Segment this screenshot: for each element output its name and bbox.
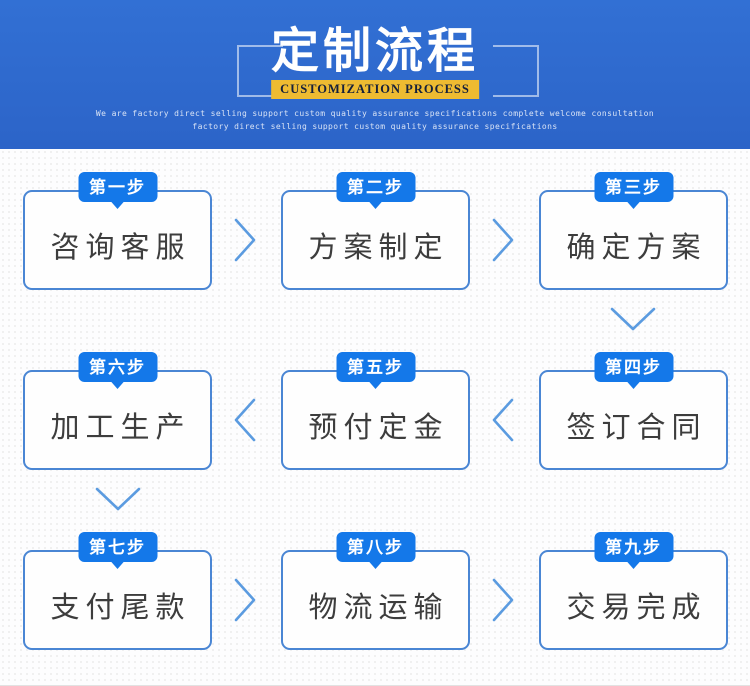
step-number-badge: 第二步 [336, 172, 415, 202]
step-number: 第八步 [347, 538, 404, 557]
process-flow-diagram: 第一步 咨询客服 第二步 方案制定 第三步 确定方案 第六步 加工生产 第五步 … [0, 149, 750, 686]
step-label: 咨询客服 [50, 232, 191, 264]
chevron-left-icon [231, 396, 259, 444]
step-number: 第一步 [89, 178, 146, 197]
title-frame-left [237, 45, 283, 97]
step-number-badge: 第四步 [594, 352, 673, 382]
chevron-right-icon [231, 576, 259, 624]
tagline-line-2: factory direct selling support custom qu… [192, 122, 558, 131]
tagline-line-1: We are factory direct selling support cu… [95, 109, 655, 118]
step-box-1: 第一步 咨询客服 [23, 172, 212, 290]
step-number: 第四步 [605, 358, 662, 377]
chevron-down-icon [608, 304, 658, 334]
step-number: 第七步 [89, 538, 146, 557]
step-label: 方案制定 [308, 232, 449, 264]
step-label: 签订合同 [566, 412, 707, 444]
step-label: 加工生产 [50, 412, 191, 444]
step-box-8: 第八步 物流运输 [281, 532, 470, 650]
step-box-7: 第七步 支付尾款 [23, 532, 212, 650]
step-box-3: 第三步 确定方案 [539, 172, 728, 290]
step-box-5: 第五步 预付定金 [281, 352, 470, 470]
step-number-badge: 第三步 [594, 172, 673, 202]
chevron-down-icon [93, 484, 143, 514]
step-number: 第九步 [605, 538, 662, 557]
step-number: 第二步 [347, 178, 404, 197]
step-number: 第三步 [605, 178, 662, 197]
step-label: 预付定金 [308, 412, 449, 444]
chevron-right-icon [489, 216, 517, 264]
step-box-6: 第六步 加工生产 [23, 352, 212, 470]
header-banner: 定制流程 CUSTOMIZATION PROCESS We are factor… [0, 0, 750, 149]
chevron-right-icon [489, 576, 517, 624]
page-subtitle: CUSTOMIZATION PROCESS [271, 80, 479, 99]
step-box-9: 第九步 交易完成 [539, 532, 728, 650]
step-number-badge: 第七步 [78, 532, 157, 562]
step-label: 物流运输 [308, 592, 449, 624]
step-number-badge: 第五步 [336, 352, 415, 382]
step-number-badge: 第一步 [78, 172, 157, 202]
page-title: 定制流程 [270, 25, 479, 78]
chevron-right-icon [231, 216, 259, 264]
chevron-left-icon [489, 396, 517, 444]
step-label: 交易完成 [566, 592, 707, 624]
step-number: 第五步 [347, 358, 404, 377]
step-box-4: 第四步 签订合同 [539, 352, 728, 470]
step-label: 确定方案 [566, 232, 707, 264]
step-label: 支付尾款 [50, 592, 191, 624]
step-number-badge: 第八步 [336, 532, 415, 562]
step-number-badge: 第六步 [78, 352, 157, 382]
title-frame-right [493, 45, 539, 97]
step-box-2: 第二步 方案制定 [281, 172, 470, 290]
step-number-badge: 第九步 [594, 532, 673, 562]
step-number: 第六步 [89, 358, 146, 377]
